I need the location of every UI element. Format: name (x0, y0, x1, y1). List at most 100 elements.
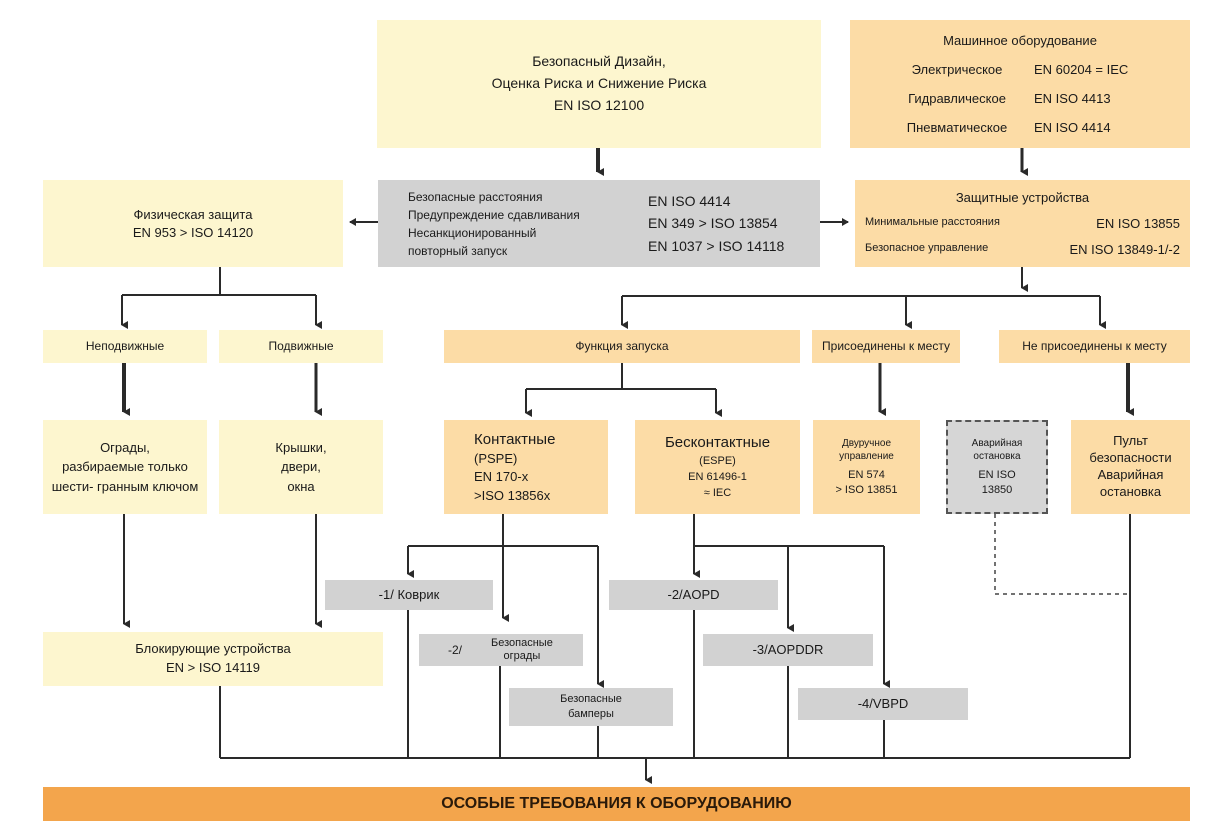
machinery-label: Пневматическое (906, 119, 1008, 135)
safety-panel-box: Пульт безопасности Аварийная остановка (1071, 420, 1190, 514)
safety-labels: Безопасные расстояния Предупреждение сда… (378, 188, 648, 260)
contact-box: Контактные (PSPE) EN 170-x >ISO 13856x (444, 420, 608, 514)
design-box: Безопасный Дизайн, Оценка Риска и Снижен… (377, 20, 821, 148)
safety-standard: EN 1037 > ISO 14118 (648, 237, 785, 254)
protective-label: Минимальные расстояния (865, 215, 1000, 228)
physical-standard: EN 953 > ISO 14120 (132, 224, 254, 240)
movable-guards-box: Подвижные (219, 330, 383, 363)
two-hand-line: EN 574 (848, 468, 885, 481)
machinery-value: EN ISO 4413 (1034, 90, 1111, 106)
safety-fences-box: -2/ Безопасные ограды (419, 634, 583, 666)
safety-label: Предупреждение сдавливания (408, 207, 580, 222)
fences-box: Ограды, разбираемые только шести- гранны… (43, 420, 207, 514)
protective-row: Минимальные расстояния EN ISO 13855 (865, 215, 1180, 233)
fences-line: Ограды, (100, 439, 150, 455)
vbpd-box: -4/VBPD (798, 688, 968, 720)
design-line-1: Безопасный Дизайн, (532, 53, 666, 70)
mat-label: -1/ Коврик (378, 587, 440, 603)
protective-label: Безопасное управление (865, 241, 989, 254)
bumpers-line: бамперы (568, 708, 614, 720)
aopd-label: -2/AOPD (667, 587, 720, 603)
interlock-box: Блокирующие устройства EN > ISO 14119 (43, 632, 383, 686)
safety-panel-line: безопасности (1089, 450, 1172, 466)
covers-box: Крышки, двери, окна (219, 420, 383, 514)
machinery-value: EN 60204 = IEC (1034, 61, 1129, 77)
covers-line: двери, (281, 459, 321, 475)
safety-distances-box: Безопасные расстояния Предупреждение сда… (378, 180, 820, 267)
interlock-title: Блокирующие устройства (135, 641, 291, 657)
bumpers-line: Безопасные (560, 692, 622, 705)
protective-devices-box: Защитные устройства Минимальные расстоян… (855, 180, 1190, 267)
physical-box: Физическая защита EN 953 > ISO 14120 (43, 180, 343, 267)
two-hand-line: управление (839, 451, 894, 463)
noncontact-box: Бесконтактные (ESPE) EN 61496-1 ≈ IEC (635, 420, 800, 514)
contact-line: EN 170-x (474, 469, 529, 485)
fences-line: шести- гранным ключом (51, 478, 199, 494)
noncontact-line: (ESPE) (699, 454, 736, 467)
contact-title: Контактные (474, 431, 556, 449)
vbpd-label: -4/VBPD (857, 696, 909, 712)
emergency-stop-line: 13850 (981, 483, 1013, 496)
start-function-box: Функция запуска (444, 330, 800, 363)
machinery-label: Гидравлическое (908, 90, 1006, 106)
safety-standard: EN ISO 4414 (648, 192, 731, 209)
noncontact-line: EN 61496-1 (688, 470, 747, 483)
machinery-title: Машинное оборудование (943, 32, 1097, 48)
fixed-guards-label: Неподвижные (85, 339, 165, 354)
safety-fences-num: -2/ (447, 642, 462, 657)
two-hand-line: > ISO 13851 (835, 483, 898, 496)
safety-fences-line: ограды (503, 650, 541, 662)
contact-line: (PSPE) (474, 451, 518, 467)
emergency-stop-line: остановка (973, 451, 1021, 463)
safety-panel-line: остановка (1099, 483, 1162, 499)
aopddr-label: -3/AOPDDR (752, 642, 824, 658)
attached-label: Присоединены к месту (822, 339, 950, 354)
safety-fences-line: Безопасные (491, 637, 553, 650)
machinery-label: Электрическое (911, 61, 1003, 77)
physical-title: Физическая защита (133, 206, 253, 222)
machinery-row: Пневматическое EN ISO 4414 (880, 119, 1160, 137)
noncontact-line: ≈ IEC (703, 486, 732, 499)
protective-title: Защитные устройства (955, 189, 1090, 205)
protective-value: EN ISO 13849-1/-2 (1069, 241, 1180, 257)
safety-label: повторный запуск (408, 243, 508, 258)
safety-standard: EN 349 > ISO 13854 (648, 215, 778, 232)
start-function-label: Функция запуска (575, 339, 669, 354)
special-requirements-bar: ОСОБЫЕ ТРЕБОВАНИЯ К ОБОРУДОВАНИЮ (43, 787, 1190, 821)
mat-box: -1/ Коврик (325, 580, 493, 610)
emergency-stop-line: Аварийная (971, 437, 1023, 449)
machinery-row: Электрическое EN 60204 = IEC (880, 61, 1160, 79)
two-hand-box: Двуручное управление EN 574 > ISO 13851 (813, 420, 920, 514)
aopd-box: -2/AOPD (609, 580, 778, 610)
fences-line: разбираемые только (62, 459, 188, 475)
aopddr-box: -3/AOPDDR (703, 634, 873, 666)
protective-row: Безопасное управление EN ISO 13849-1/-2 (865, 241, 1180, 259)
design-line-3: EN ISO 12100 (553, 96, 645, 113)
covers-line: Крышки, (275, 439, 327, 455)
safety-standards: EN ISO 4414 EN 349 > ISO 13854 EN 1037 >… (648, 190, 784, 257)
noncontact-title: Бесконтактные (664, 434, 771, 452)
machinery-row: Гидравлическое EN ISO 4413 (880, 90, 1160, 108)
bumpers-box: Безопасные бамперы (509, 688, 673, 726)
safety-label: Несанкционированный (408, 225, 537, 240)
interlock-standard: EN > ISO 14119 (165, 660, 261, 675)
not-attached-box: Не присоединены к месту (999, 330, 1190, 363)
two-hand-line: Двуручное (841, 437, 892, 449)
emergency-stop-line: EN ISO (978, 468, 1016, 481)
safety-panel-line: Аварийная (1097, 467, 1164, 482)
covers-line: окна (287, 478, 315, 494)
emergency-stop-box: Аварийная остановка EN ISO 13850 (946, 420, 1048, 514)
safety-fences-text: Безопасные ограды (491, 637, 553, 662)
fixed-guards-box: Неподвижные (43, 330, 207, 363)
not-attached-label: Не присоединены к месту (1022, 339, 1167, 354)
safety-label: Безопасные расстояния (408, 189, 543, 204)
special-requirements-label: ОСОБЫЕ ТРЕБОВАНИЯ К ОБОРУДОВАНИЮ (441, 795, 792, 812)
protective-value: EN ISO 13855 (1096, 215, 1180, 231)
machinery-box: Машинное оборудование Электрическое EN 6… (850, 20, 1190, 148)
machinery-value: EN ISO 4414 (1034, 119, 1111, 135)
attached-box: Присоединены к месту (812, 330, 960, 363)
safety-panel-line: Пульт (1113, 433, 1148, 449)
design-line-2: Оценка Риска и Снижение Риска (491, 75, 707, 92)
movable-guards-label: Подвижные (268, 339, 334, 354)
